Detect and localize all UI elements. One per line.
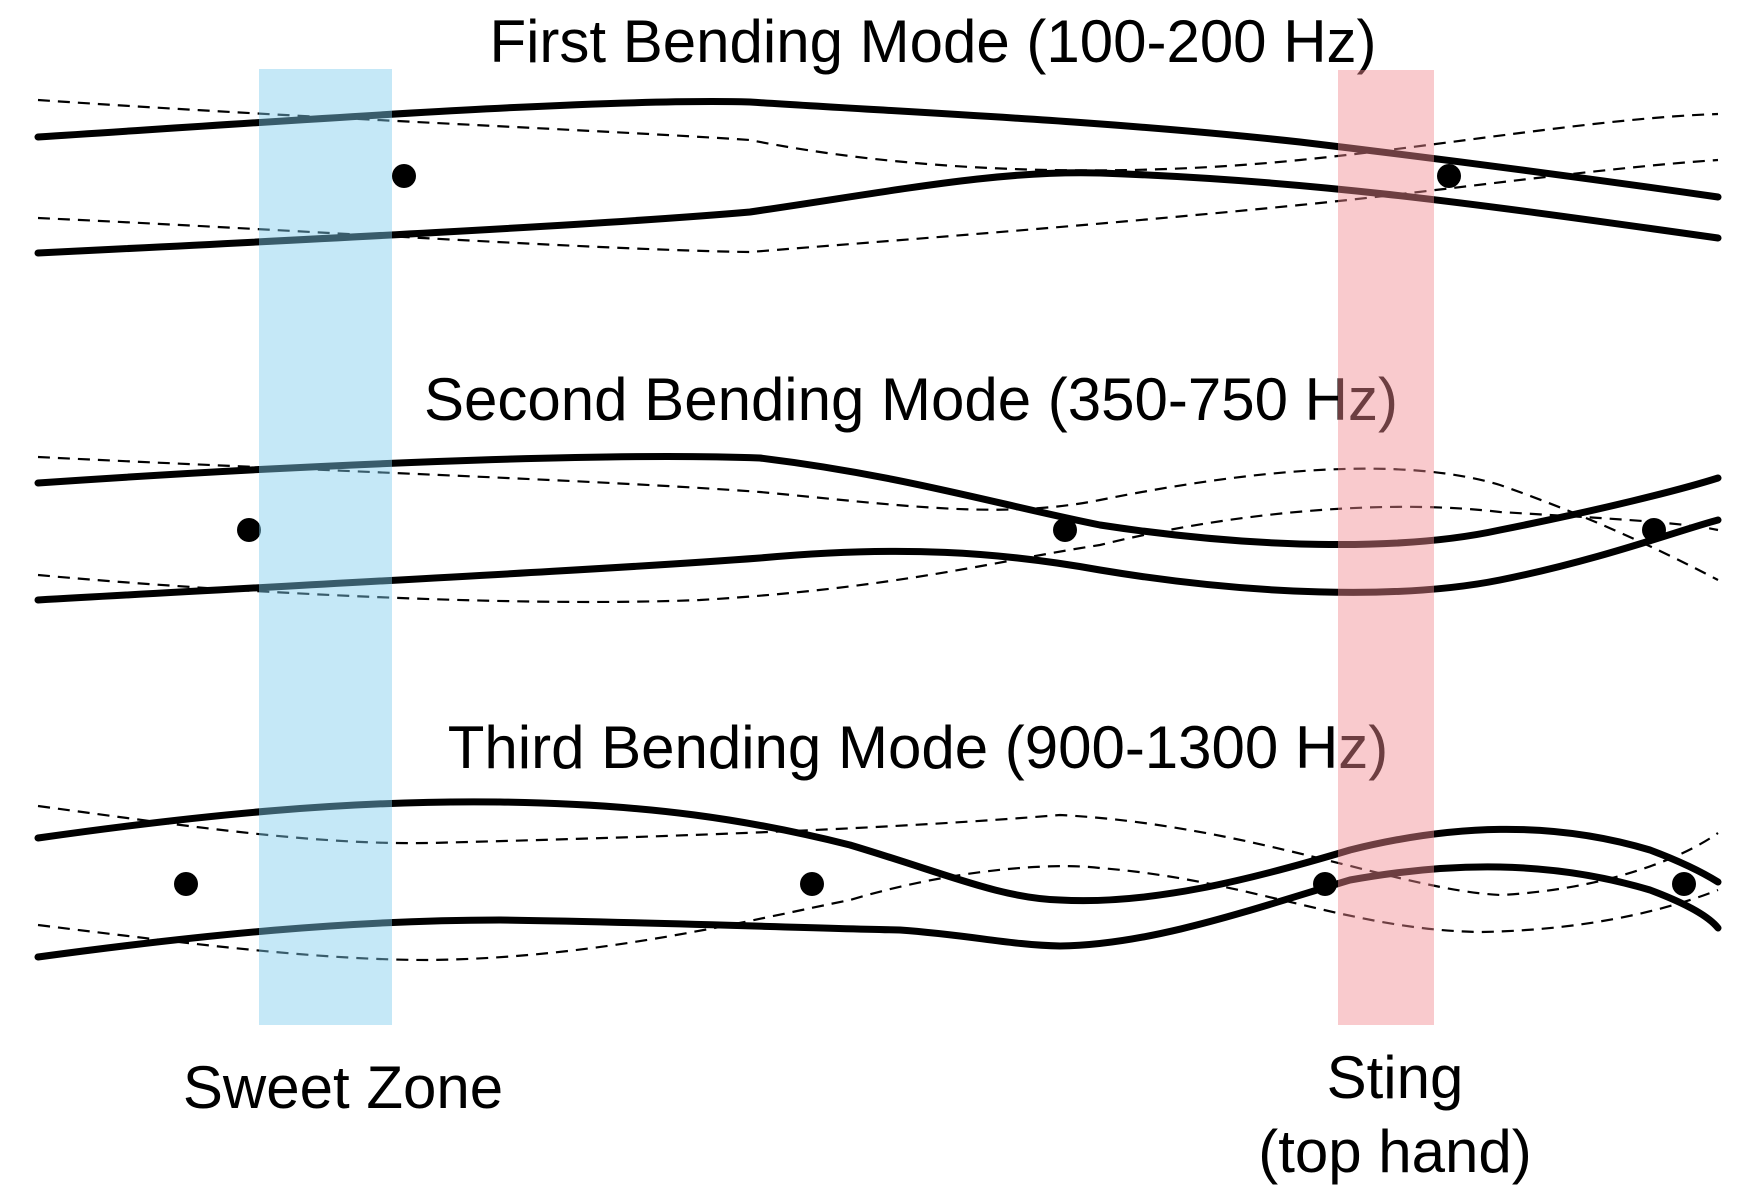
mode-1-node xyxy=(392,164,416,188)
sweet-zone-band xyxy=(259,69,392,1025)
mode-3-rest-top xyxy=(37,804,1719,897)
mode-1-rest-top xyxy=(37,98,1719,172)
mode-2-node xyxy=(237,518,261,542)
mode-1-node xyxy=(1437,164,1461,188)
mode-3-node xyxy=(174,872,198,896)
mode-2-node xyxy=(1642,518,1666,542)
mode-3-node xyxy=(1313,872,1337,896)
mode-3: Third Bending Mode (900-1300 Hz) xyxy=(34,714,1722,962)
mode-3-bat-bottom xyxy=(34,863,1722,961)
mode-3-bat-top xyxy=(34,798,1722,905)
mode-3-node xyxy=(1672,872,1696,896)
mode-1-bat-top xyxy=(34,98,1722,201)
sting-sublabel: (top hand) xyxy=(1258,1118,1532,1185)
mode-3-title: Third Bending Mode (900-1300 Hz) xyxy=(448,714,1389,781)
mode-2-rest-bottom xyxy=(37,505,1719,604)
sting-zone-band xyxy=(1338,70,1434,1025)
sting-label: Sting xyxy=(1327,1044,1464,1111)
mode-3-node xyxy=(800,872,824,896)
mode-1: First Bending Mode (100-200 Hz) xyxy=(34,8,1722,257)
mode-2-bat-bottom xyxy=(34,516,1722,604)
mode-1-title: First Bending Mode (100-200 Hz) xyxy=(489,8,1376,75)
mode-2-node xyxy=(1053,518,1077,542)
mode-2: Second Bending Mode (350-750 Hz) xyxy=(34,366,1722,604)
mode-2-title: Second Bending Mode (350-750 Hz) xyxy=(424,366,1398,433)
mode-2-rest-top xyxy=(37,455,1719,581)
sweet-zone-label: Sweet Zone xyxy=(183,1054,503,1121)
mode-1-bat-bottom xyxy=(34,169,1722,257)
mode-2-bat-top xyxy=(34,453,1722,549)
mode-1-rest-bottom xyxy=(37,158,1719,254)
